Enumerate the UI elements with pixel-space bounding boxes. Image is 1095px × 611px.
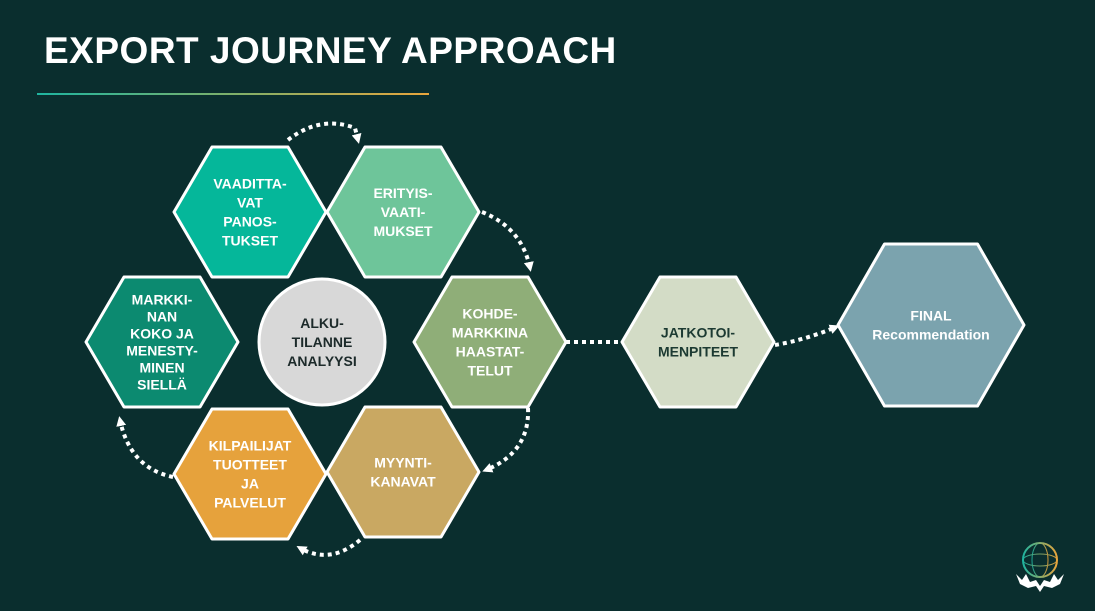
alkutilanne-label: ALKU- TILANNE ANALYYSI bbox=[287, 315, 357, 369]
arrow-jatko-to-final bbox=[774, 324, 840, 347]
arrow-kohde-to-myynti bbox=[482, 407, 531, 473]
hex-final bbox=[836, 242, 1026, 408]
markkinan-label-line: MINEN bbox=[139, 360, 184, 376]
hex-erityisvaatimukset bbox=[325, 145, 481, 279]
arrow-myynti-to-kilpailijat bbox=[296, 538, 362, 557]
hex-kilpailijat bbox=[172, 407, 328, 541]
globe-hands-icon bbox=[1016, 542, 1064, 592]
jatkotoimenpiteet-label: JATKOTOI- MENPITEET bbox=[658, 325, 739, 360]
markkinan-label-line: MARKKI- bbox=[132, 292, 193, 308]
myyntikanavat-label-line: KANAVAT bbox=[370, 474, 436, 490]
arrow-vaadittavat-to-erityis bbox=[286, 121, 362, 144]
kohdemarkkina-label-line: HAASTAT- bbox=[456, 344, 525, 360]
markkinan-label-line: MENESTY- bbox=[126, 343, 198, 359]
final-label-line: FINAL bbox=[910, 308, 952, 324]
markkinan-label-line: SIELLÄ bbox=[137, 377, 187, 393]
kohdemarkkina-label: KOHDE- MARKKINA HAASTAT- TELUT bbox=[452, 306, 528, 379]
connectors bbox=[116, 121, 840, 557]
alkutilanne-label-line: ANALYYSI bbox=[287, 353, 357, 369]
kilpailijat-label-line: JA bbox=[241, 476, 259, 492]
kilpailijat-label-line: KILPAILIJAT bbox=[209, 438, 292, 454]
kohdemarkkina-label-line: KOHDE- bbox=[462, 306, 518, 322]
hex-myyntikanavat bbox=[325, 405, 481, 539]
markkinan-label-line: KOKO JA bbox=[130, 326, 194, 342]
center-circle bbox=[257, 277, 387, 407]
alkutilanne-label-line: TILANNE bbox=[292, 334, 353, 350]
kohdemarkkina-label-line: MARKKINA bbox=[452, 325, 528, 341]
hex-vaadittavat bbox=[172, 145, 328, 279]
alkutilanne-label-line: ALKU- bbox=[300, 315, 344, 331]
final-label-line: Recommendation bbox=[872, 327, 989, 343]
kilpailijat-label-line: TUOTTEET bbox=[213, 457, 287, 473]
arrow-erityis-to-kohde bbox=[481, 210, 534, 272]
markkinan-label-line: NAN bbox=[147, 309, 177, 325]
vaadittavat-label-line: PANOS- bbox=[223, 214, 277, 230]
myyntikanavat-label: MYYNTI- KANAVAT bbox=[370, 455, 436, 490]
vaadittavat-label-line: TUKSET bbox=[222, 233, 278, 249]
kohdemarkkina-label-line: TELUT bbox=[467, 363, 513, 379]
jatkotoimenpiteet-label-line: MENPITEET bbox=[658, 344, 739, 360]
page-title: EXPORT JOURNEY APPROACH bbox=[44, 30, 617, 71]
erityisvaatimukset-label-line: VAATI- bbox=[381, 204, 426, 220]
erityisvaatimukset-label: ERITYIS- VAATI- MUKSET bbox=[373, 185, 433, 239]
kilpailijat-label: KILPAILIJAT TUOTTEET JA PALVELUT bbox=[209, 438, 292, 511]
vaadittavat-label-line: VAT bbox=[237, 195, 263, 211]
erityisvaatimukset-label-line: MUKSET bbox=[373, 223, 433, 239]
hex-jatkotoimenpiteet bbox=[620, 275, 776, 409]
vaadittavat-label-line: VAADITTA- bbox=[213, 176, 287, 192]
title-underline bbox=[37, 93, 429, 95]
jatkotoimenpiteet-label-line: JATKOTOI- bbox=[661, 325, 735, 341]
hex-kohdemarkkina bbox=[412, 275, 568, 409]
vaadittavat-label: VAADITTA- VAT PANOS- TUKSET bbox=[213, 176, 287, 249]
hex-markkinan bbox=[84, 275, 240, 409]
final-label: FINAL Recommendation bbox=[872, 308, 989, 343]
arrow-kilpailijat-to-markkinan bbox=[116, 416, 174, 479]
myyntikanavat-label-line: MYYNTI- bbox=[374, 455, 432, 471]
kilpailijat-label-line: PALVELUT bbox=[214, 495, 286, 511]
erityisvaatimukset-label-line: ERITYIS- bbox=[373, 185, 432, 201]
